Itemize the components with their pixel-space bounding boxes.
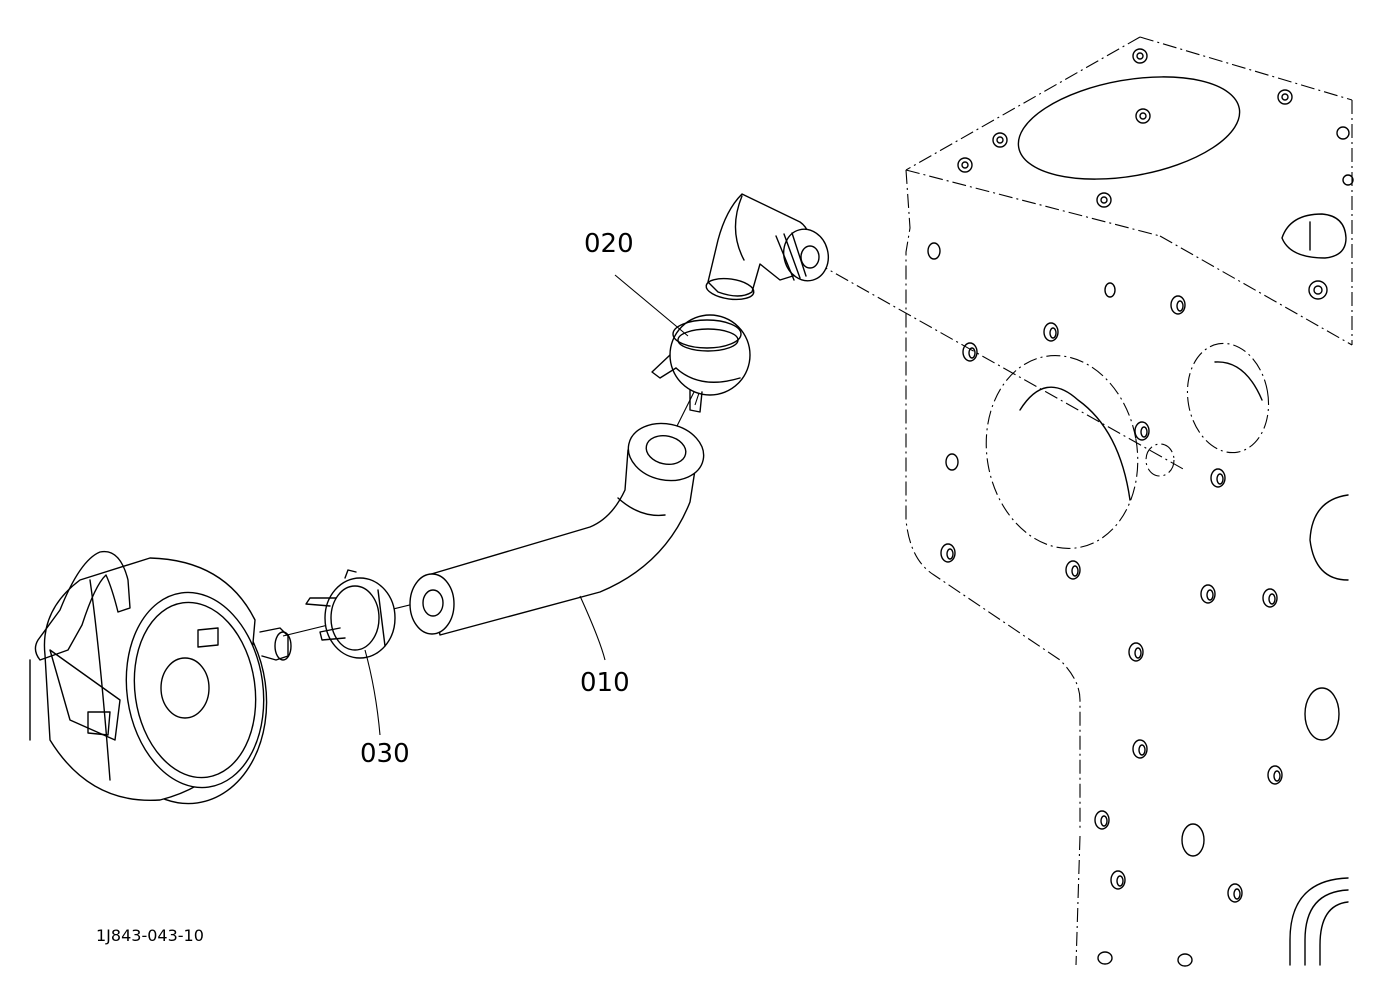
front-bolt-holes: [927, 242, 1283, 967]
clamp-030: [305, 569, 396, 659]
clamp-020: [651, 314, 751, 413]
figure-code: 1J843-043-10: [96, 926, 204, 945]
leader-030: [364, 649, 381, 736]
hose-010: [409, 422, 705, 636]
leader-020: [614, 274, 689, 337]
callout-020: 020: [584, 229, 634, 259]
oil-cooler-unit: [29, 550, 292, 805]
engine-block: [905, 36, 1354, 967]
leader-010: [579, 595, 606, 661]
callout-030: 030: [360, 739, 410, 769]
leader-lines: [364, 274, 689, 736]
callout-010: 010: [580, 668, 630, 698]
top-bolt-holes: [957, 48, 1354, 300]
elbow-fitting: [705, 193, 829, 301]
